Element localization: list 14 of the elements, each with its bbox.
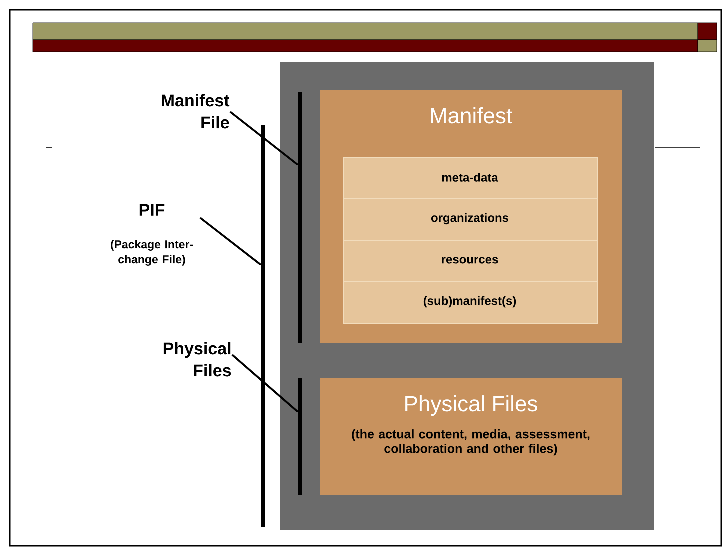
leader-line [200, 217, 262, 266]
list-row: organizations [343, 198, 598, 242]
bracket-bar [298, 378, 302, 496]
list-row: resources [343, 240, 598, 282]
list-row: (sub)manifest(s) [343, 281, 598, 324]
side-label: Manifest File [162, 94, 230, 129]
content-box: Physical Files (the actual content, media, assessment, collaboration and other files) [320, 378, 622, 496]
bracket-bar [261, 125, 266, 528]
leader-line [230, 111, 299, 166]
bracket-bar [298, 92, 302, 344]
list-row: meta-data [343, 157, 598, 200]
side-label: PIF (Package Inter- change File) [111, 204, 194, 266]
leader-line [232, 354, 299, 413]
side-label: Physical Files [164, 342, 232, 377]
